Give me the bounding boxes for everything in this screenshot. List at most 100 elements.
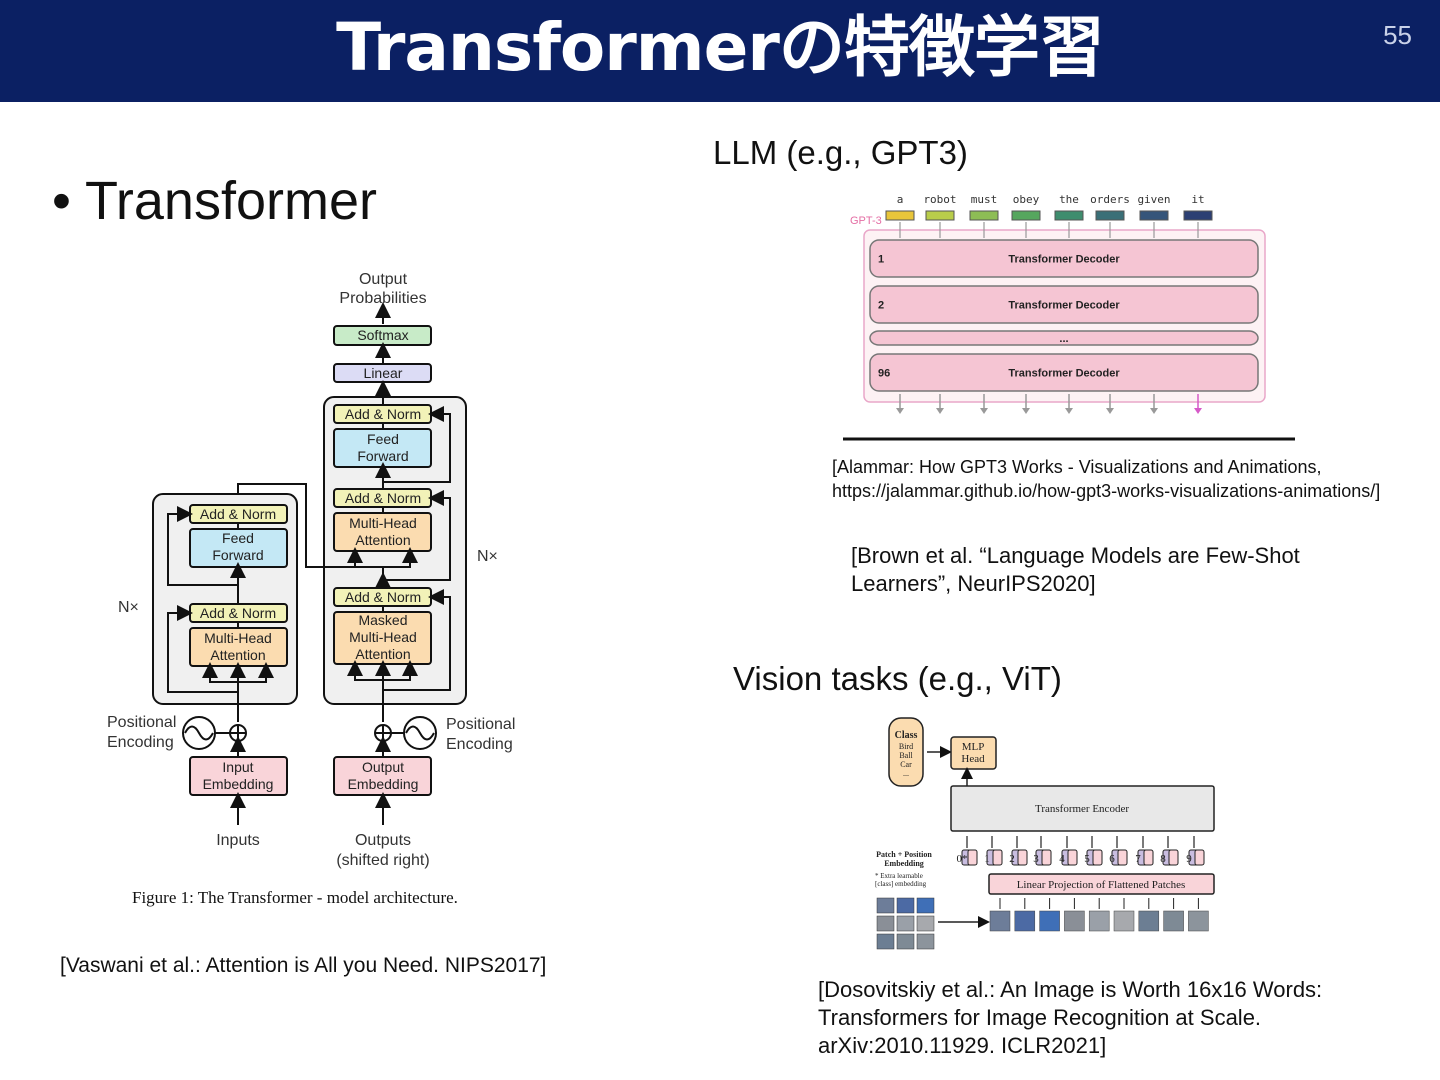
vit-linear-projection [988,873,1215,895]
gpt3-out-arrowhead-1 [936,408,944,414]
vit-image-patch-2-2 [916,933,935,950]
figure-caption: Figure 1: The Transformer - model archit… [132,888,458,907]
vit-patch-5 [1088,910,1110,932]
citation-alammar: [Alammar: How GPT3 Works - Visualization… [832,457,1381,501]
vit-pos-label-7: 7 [1135,853,1141,865]
vision-heading: Vision tasks (e.g., ViT) [733,660,1062,697]
vit-patch-6 [1113,910,1135,932]
vit-mlp-head [950,736,997,770]
gpt3-out-arrowhead-7 [1194,408,1202,414]
linear-label: Linear [364,365,403,381]
gpt3-layer-2 [869,330,1259,346]
vit-image-patch-0-2 [916,897,935,914]
gpt3-token-vector-6 [1139,210,1169,221]
outputs-label: Outputs(shifted right) [336,832,429,869]
vit-encoder-label: Transformer Encoder [1035,803,1129,815]
gpt3-layer-label-1: Transformer Decoder [1008,300,1120,312]
title-bar [0,0,1440,102]
encoder-add-norm-1-label: Add & Norm [200,605,276,621]
gpt3-layer-index-1: 2 [878,300,884,312]
citation-brown: [Brown et al. “Language Models are Few-S… [851,543,1300,596]
vit-input-image [876,897,935,950]
vit-patch-2 [1014,910,1036,932]
gpt3-out-arrowhead-4 [1065,408,1073,414]
gpt3-out-arrowhead-2 [980,408,988,414]
gpt3-output-arrows [896,394,1202,414]
gpt3-layer-label-3: Transformer Decoder [1008,368,1120,380]
decoder-add-norm-2-label: Add & Norm [345,490,421,506]
gpt3-model-label: GPT-3 [850,215,882,227]
vit-pos-embed-9 [1194,849,1205,866]
llm-heading: LLM (e.g., GPT3) [713,134,968,171]
gpt3-token-0: a [897,193,904,206]
encoder-nx-label: N× [118,599,139,616]
vit-pos-embed-2 [1017,849,1028,866]
vit-pos-embed-7 [1143,849,1154,866]
gpt3-token-2: must [971,193,998,206]
gpt3-out-arrowhead-0 [896,408,904,414]
vit-pos-label-2: 2 [1009,853,1015,865]
vit-patch-8 [1163,910,1184,932]
slide-title: Transformerの特徴学習 [336,9,1105,86]
gpt3-token-vector-3 [1011,210,1041,221]
gpt3-out-arrowhead-6 [1150,408,1158,414]
vit-pos-embed-6 [1117,849,1128,866]
vit-extra-note: * Extra learnable[class] embedding [875,872,927,888]
vit-patch-7 [1138,910,1160,932]
vit-pos-embed-8 [1168,849,1179,866]
vit-image-patch-1-1 [896,915,915,932]
gpt3-token-5: orders [1090,193,1130,206]
gpt3-layer-index-0: 1 [878,254,884,266]
vit-pos-label-3: 3 [1033,853,1039,865]
gpt3-token-6: given [1137,193,1170,206]
gpt3-out-arrowhead-3 [1022,408,1030,414]
vit-image-patch-0-1 [896,897,915,914]
citation-dosovitskiy: [Dosovitskiy et al.: An Image is Worth 1… [818,977,1323,1058]
vit-linear-projection-label: Linear Projection of Flattened Patches [1017,879,1186,891]
gpt3-layer-label-0: Transformer Decoder [1008,254,1120,266]
vit-pos-label-0: 0* [957,853,968,865]
decoder-add-norm-1-label: Add & Norm [345,589,421,605]
vit-patch-1 [989,910,1011,932]
softmax-label: Softmax [357,327,408,343]
vit-patch-3 [1039,910,1060,932]
vit-patch-row [989,898,1209,932]
gpt3-layer-label-2: ... [1059,333,1068,345]
gpt3-token-4: the [1059,193,1079,206]
vit-patch-4 [1064,910,1085,932]
gpt3-token-vector-1 [925,210,955,221]
gpt3-token-3: obey [1013,193,1040,206]
inputs-label: Inputs [216,832,260,849]
page-number: 55 [1383,20,1412,50]
vit-image-patch-1-2 [916,915,935,932]
vit-pos-label-8: 8 [1160,853,1166,865]
vit-patch-9 [1188,910,1209,932]
decoder-nx-label: N× [477,548,498,565]
bullet-transformer: • Transformer [52,171,377,231]
vit-pos-label-1: 1 [984,853,990,865]
vit-pos-label-4: 4 [1059,853,1065,865]
vit-image-patch-1-0 [876,915,895,932]
vit-encoder [950,785,1215,832]
vit-pos-embed-3 [1041,849,1052,866]
vit-image-patch-2-1 [896,933,915,950]
gpt3-token-vector-7 [1183,210,1213,221]
gpt3-layer-3 [869,353,1259,392]
gpt3-out-arrowhead-5 [1106,408,1114,414]
